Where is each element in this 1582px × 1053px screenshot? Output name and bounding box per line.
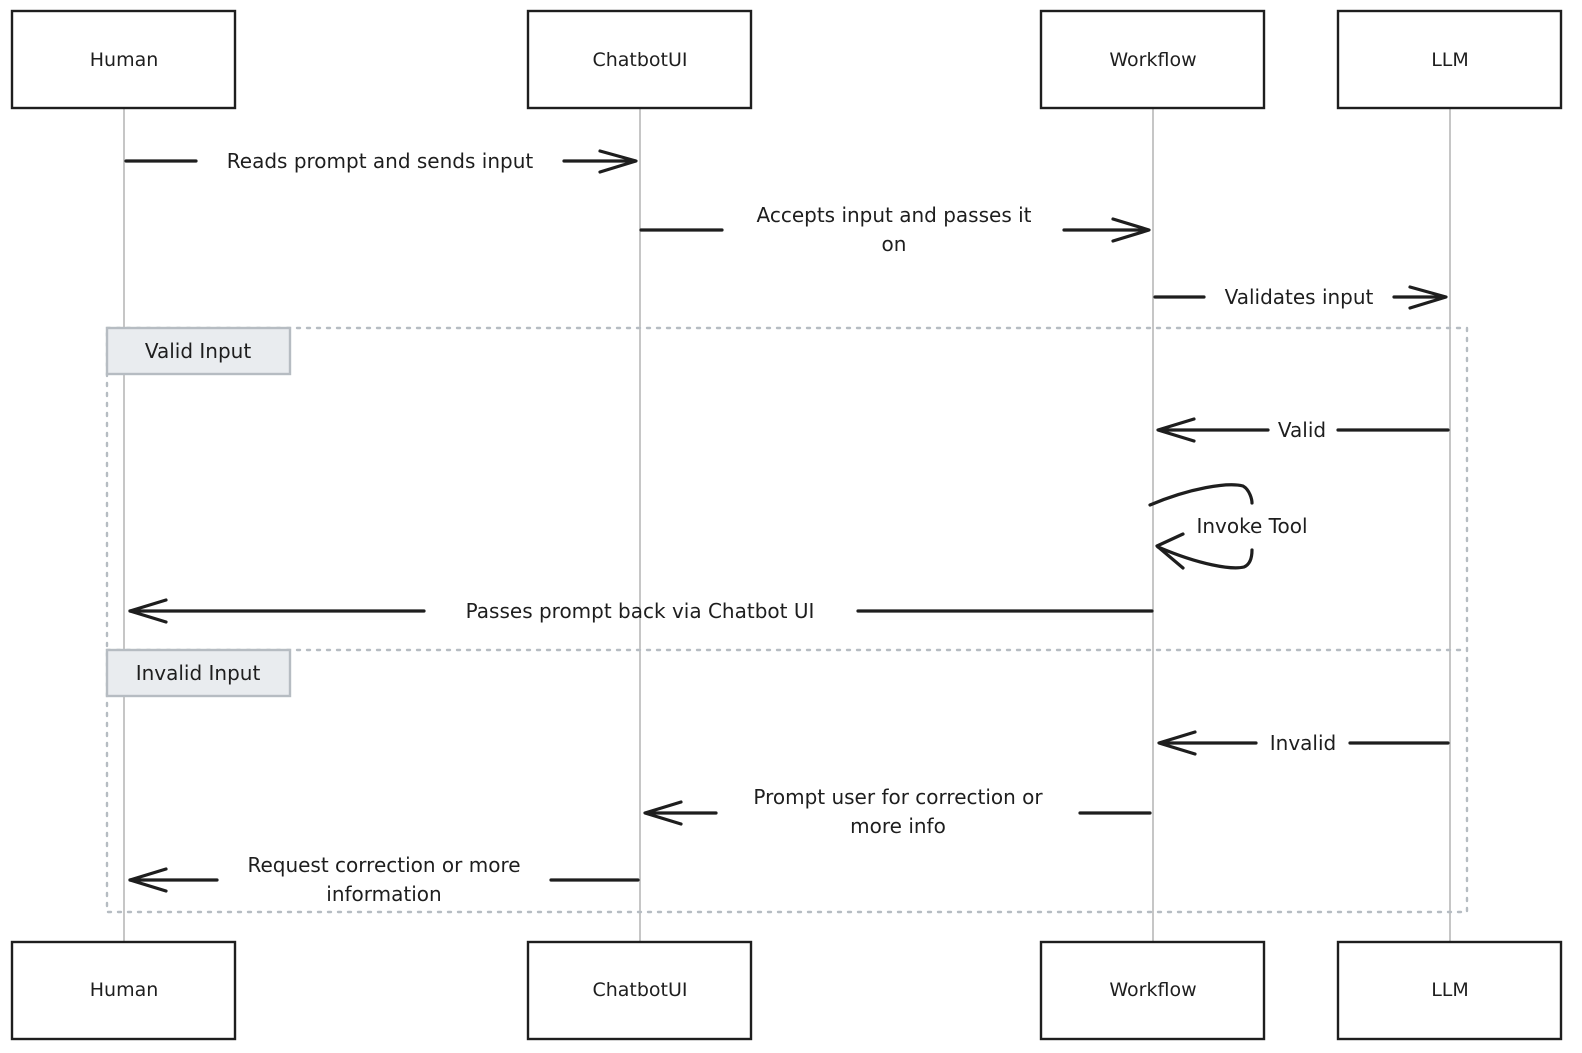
participant-label: ChatbotUI	[592, 979, 687, 1001]
section-label: Invalid Input	[136, 661, 261, 685]
message-label: Valid	[1278, 418, 1326, 442]
alt-frame	[105, 326, 1469, 914]
arrowhead	[1155, 532, 1185, 570]
message-validates-input: Validates input	[1153, 285, 1448, 310]
arrowhead	[128, 867, 168, 893]
participant-llm-bottom: LLM	[1336, 940, 1563, 1041]
message-label: Invalid	[1270, 731, 1336, 755]
participant-label: Human	[90, 979, 159, 1001]
participant-label: LLM	[1431, 49, 1469, 71]
participant-box	[1336, 9, 1563, 110]
participant-box	[10, 940, 237, 1041]
participant-box	[1039, 940, 1266, 1041]
message-label: Prompt user for correction or	[753, 785, 1043, 809]
participant-box	[1336, 940, 1563, 1041]
section-tab	[105, 326, 292, 376]
message-label: Validates input	[1225, 285, 1374, 309]
message-label: Reads prompt and sends input	[227, 149, 534, 173]
participant-human-top: Human	[10, 9, 237, 110]
message-label-line2: more info	[850, 814, 946, 838]
arrowhead	[598, 149, 638, 174]
message-accepts-input: Accepts input and passes it on	[639, 203, 1151, 256]
message-passes-prompt-back: Passes prompt back via Chatbot UI	[128, 598, 1154, 624]
participant-label: Workflow	[1109, 979, 1196, 1001]
section-tab	[105, 648, 292, 698]
self-call-top	[1148, 483, 1254, 507]
participant-chatbotui-bottom: ChatbotUI	[526, 940, 753, 1041]
message-request-correction: Request correction or more information	[128, 853, 640, 906]
participant-label: LLM	[1431, 979, 1469, 1001]
self-call-bottom	[1156, 545, 1254, 570]
arrowhead	[1111, 217, 1151, 243]
participant-label: ChatbotUI	[592, 49, 687, 71]
message-label-line2: information	[326, 882, 441, 906]
message-invalid: Invalid	[1157, 730, 1450, 756]
section-label: Valid Input	[145, 339, 251, 363]
message-label-line2: on	[882, 232, 907, 256]
arrowhead	[1408, 285, 1448, 310]
arrowhead	[128, 598, 168, 624]
message-label: Passes prompt back via Chatbot UI	[466, 599, 815, 623]
alt-section-invalid-input: Invalid Input	[105, 648, 292, 698]
participant-label: Workflow	[1109, 49, 1196, 71]
participant-box	[526, 940, 753, 1041]
message-label: Request correction or more	[247, 853, 520, 877]
participant-box	[10, 9, 237, 110]
participant-box	[1039, 9, 1266, 110]
arrowhead	[643, 800, 683, 826]
participant-box	[526, 9, 753, 110]
participant-chatbotui-top: ChatbotUI	[526, 9, 753, 110]
participant-workflow-bottom: Workflow	[1039, 940, 1266, 1041]
message-label: Accepts input and passes it	[757, 203, 1032, 227]
message-invoke-tool: Invoke Tool	[1148, 483, 1308, 570]
message-label: Invoke Tool	[1196, 514, 1307, 538]
arrowhead	[1156, 417, 1196, 443]
participant-human-bottom: Human	[10, 940, 237, 1041]
message-prompt-user-correction: Prompt user for correction or more info	[643, 785, 1152, 838]
participant-label: Human	[90, 49, 159, 71]
alt-section-valid-input: Valid Input	[105, 326, 292, 376]
message-valid: Valid	[1156, 417, 1450, 443]
participant-llm-top: LLM	[1336, 9, 1563, 110]
participant-workflow-top: Workflow	[1039, 9, 1266, 110]
arrowhead	[1157, 730, 1197, 756]
message-reads-prompt: Reads prompt and sends input	[124, 149, 638, 174]
